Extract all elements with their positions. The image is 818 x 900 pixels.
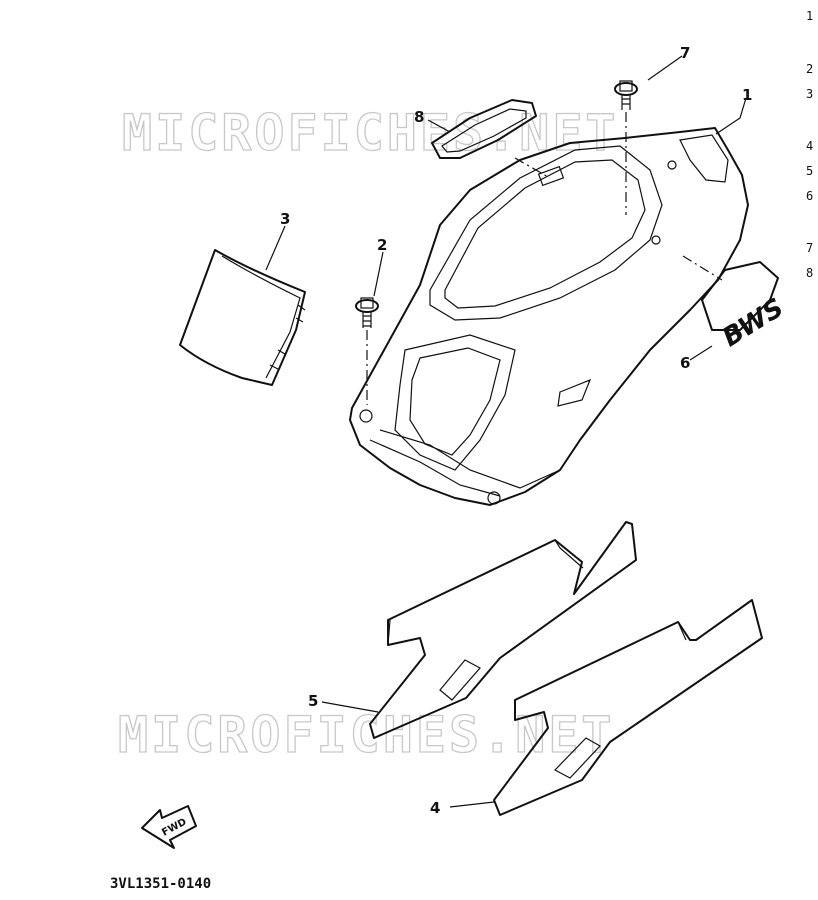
emblem-part-6: BWS (682, 255, 789, 353)
legend-number-1: 1 (806, 9, 813, 23)
legend-column: 1 2 3 4 5 6 7 8 (806, 9, 813, 280)
watermark-top: MICROFICHES.NET (122, 104, 619, 162)
legend-number-4: 4 (806, 139, 813, 153)
callout-4: 4 (430, 799, 440, 817)
callout-7: 7 (680, 44, 690, 62)
screw-part-7 (614, 80, 638, 215)
body-cover-part (349, 127, 749, 506)
callout-3: 3 (280, 210, 290, 228)
callout-1: 1 (742, 86, 752, 104)
drawing-code: 3VL1351-0140 (110, 876, 211, 892)
decal-part-5 (369, 521, 637, 739)
legend-number-5: 5 (806, 164, 813, 178)
fwd-arrow: FWD (141, 805, 197, 849)
callout-labels: 1 2 3 4 5 6 7 8 (280, 44, 752, 817)
callout-8: 8 (414, 108, 424, 126)
callout-2: 2 (377, 236, 387, 254)
decal-part-4 (493, 599, 763, 816)
legend-number-7: 7 (806, 241, 813, 255)
legend-number-6: 6 (806, 189, 813, 203)
leader-lines (265, 55, 747, 808)
svg-text:BWS: BWS (717, 293, 789, 353)
svg-text:FWD: FWD (160, 817, 188, 839)
legend-number-2: 2 (806, 62, 813, 76)
panel-part-3 (179, 249, 306, 386)
screw-part-2 (355, 297, 379, 405)
gasket-part-8 (431, 99, 551, 179)
callout-6: 6 (680, 354, 690, 372)
watermark-bottom: MICROFICHES.NET (118, 706, 615, 764)
legend-number-8: 8 (806, 266, 813, 280)
callout-5: 5 (308, 692, 318, 710)
legend-number-3: 3 (806, 87, 813, 101)
